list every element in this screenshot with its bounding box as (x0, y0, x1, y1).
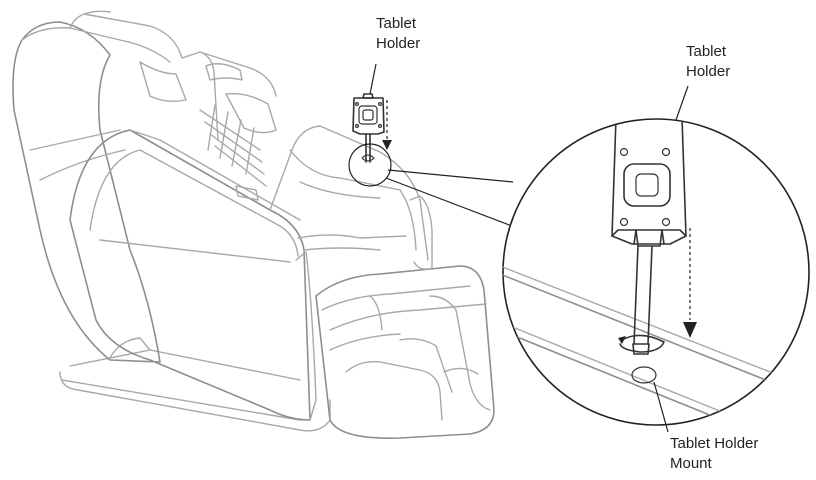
mount-label-line1: Tablet Holder (670, 435, 759, 452)
mount-label-line2: Mount (670, 455, 712, 472)
massage-chair (12, 10, 495, 439)
small-tablet-holder-label-line1: Tablet (376, 15, 417, 32)
large-tablet-holder-label-line2: Holder (686, 63, 731, 80)
detail-callout (502, 85, 810, 433)
large-tablet-holder-label-line1: Tablet (686, 43, 727, 60)
rotate-icon (619, 334, 665, 353)
arrow-down-icon (382, 140, 392, 150)
small-tablet-holder (352, 63, 392, 163)
magnifier-connector (348, 143, 514, 227)
small-tablet-holder-label-line2: Holder (376, 35, 421, 52)
